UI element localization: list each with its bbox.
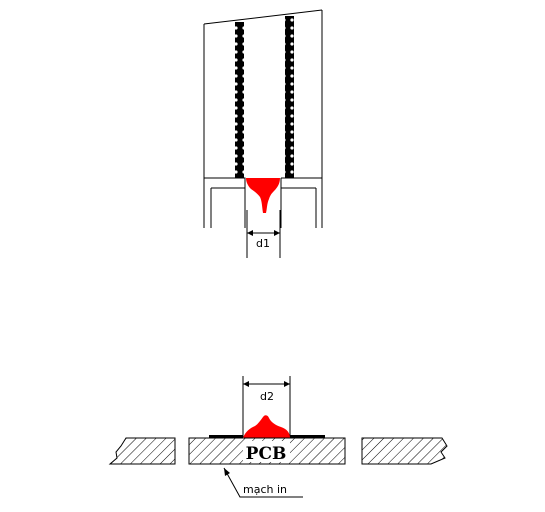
callout-label: mạch in (243, 483, 287, 496)
pad-left (209, 435, 243, 438)
callout-arrowhead (224, 468, 230, 476)
solder-joint (243, 415, 290, 438)
iron-base-outline (203, 177, 323, 228)
pad-right (290, 435, 325, 438)
iron-tip-figure: d1 (203, 9, 323, 258)
board-section-left (108, 437, 176, 465)
callout-leader (223, 467, 303, 498)
solder-drop-top (246, 178, 280, 213)
pcb-figure: d2 PCB mạch in (108, 376, 448, 498)
pcb-label-box (243, 441, 290, 462)
pcb-label: PCB (246, 444, 287, 464)
board-section-right (361, 437, 448, 465)
left-braided-wire (235, 22, 244, 178)
right-braided-wire (285, 16, 294, 178)
d2-label: d2 (260, 390, 274, 403)
d1-label: d1 (256, 237, 270, 250)
iron-body-outline (203, 9, 323, 178)
